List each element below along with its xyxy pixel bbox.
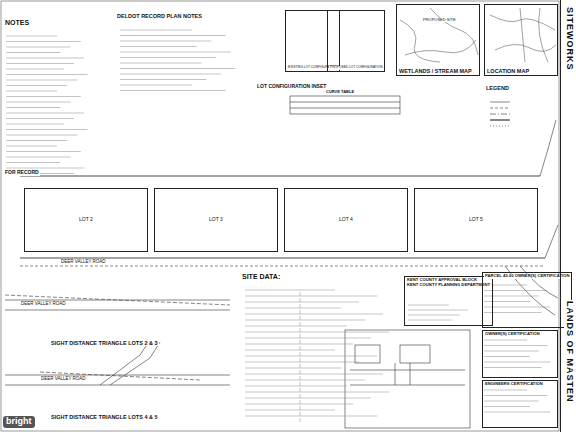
location-map: LOCATION MAP — [484, 4, 558, 76]
lot-parcel: LOT 4 — [284, 188, 408, 252]
certification-box: OWNER(S) CERTIFICATION — [482, 330, 558, 378]
heading-text: NOTES — [4, 19, 30, 27]
notes-panel: NOTES — [3, 18, 95, 168]
heading-text: LOT 4 — [338, 217, 354, 223]
body-text: LANDS OF MASTEN — [564, 300, 574, 404]
table-title: CURVE TABLE — [325, 90, 355, 94]
detail-title: SIGHT DISTANCE TRIANGLE LOTS 4 & 5 — [50, 414, 159, 420]
heading-text: OWNER(S) CERTIFICATION — [484, 332, 541, 337]
detail-title: SIGHT DISTANCE TRIANGLE LOTS 2 & 3 — [50, 340, 159, 346]
lot-inset: LOT CONFIGURATION INSET EXISTING LOT CONF… — [255, 4, 385, 90]
certification-box: ENGINEERS CERTIFICATION — [482, 380, 558, 428]
heading-text: LOCATION MAP — [486, 68, 530, 74]
heading-text: SITEWORKS — [564, 6, 574, 72]
heading-text: WETLANDS / STREAM MAP — [398, 68, 473, 74]
legend-box: LEGEND — [484, 84, 558, 134]
heading-text: LEGEND — [485, 85, 510, 91]
existing-lot-box: EXISTING LOT CONFIGURATION — [285, 10, 340, 72]
note-text-lines — [6, 30, 550, 422]
heading-text: LOT 3 — [208, 217, 224, 223]
watermark: bright — [3, 416, 35, 428]
road-name: DEER VALLEY ROAD — [60, 260, 107, 265]
road-name: DEER VALLEY ROAD — [20, 302, 67, 307]
heading-text: LOT 2 — [78, 217, 94, 223]
approval-block: KENT COUNTY APPROVAL BLOCKKENT COUNTY PL… — [404, 276, 493, 326]
plan-linework — [1, 1, 559, 431]
heading-text: LOT CONFIGURATION INSET — [256, 84, 327, 90]
heading-text: LOT 5 — [468, 217, 484, 223]
body-text: KENT COUNTY PLANNING DEPARTMENT — [406, 283, 491, 288]
heading-text: PROPOSED LOT CONFIGURATION — [329, 66, 383, 70]
lot-parcel: LOT 2 — [24, 188, 148, 252]
map-linework — [400, 8, 556, 62]
wetlands-map: WETLANDS / STREAM MAP — [396, 4, 480, 76]
lot-parcel: LOT 3 — [154, 188, 278, 252]
record-note: FOR RECORD — [4, 170, 40, 176]
site-data-table: SITE DATA: — [240, 272, 340, 288]
title-strip: SITEWORKS LANDS OF MASTEN — [560, 0, 576, 432]
certification-box: PARCEL 43.00 OWNER(S) CERTIFICATION — [482, 272, 572, 328]
heading-text: ENGINEERS CERTIFICATION — [484, 382, 544, 387]
heading-text: SITE DATA: — [241, 273, 281, 281]
heading-text: DELDOT RECORD PLAN NOTES — [116, 13, 203, 19]
heading-text: PARCEL 43.00 OWNER(S) CERTIFICATION — [484, 274, 570, 279]
deldot-notes-panel: DELDOT RECORD PLAN NOTES — [115, 12, 245, 100]
road-name: DEER VALLEY ROAD — [40, 377, 87, 382]
map-callout: PROPOSED SITE — [422, 18, 457, 22]
proposed-lot-box: PROPOSED LOT CONFIGURATION — [327, 10, 385, 72]
lot-parcel: LOT 5 — [414, 188, 538, 252]
